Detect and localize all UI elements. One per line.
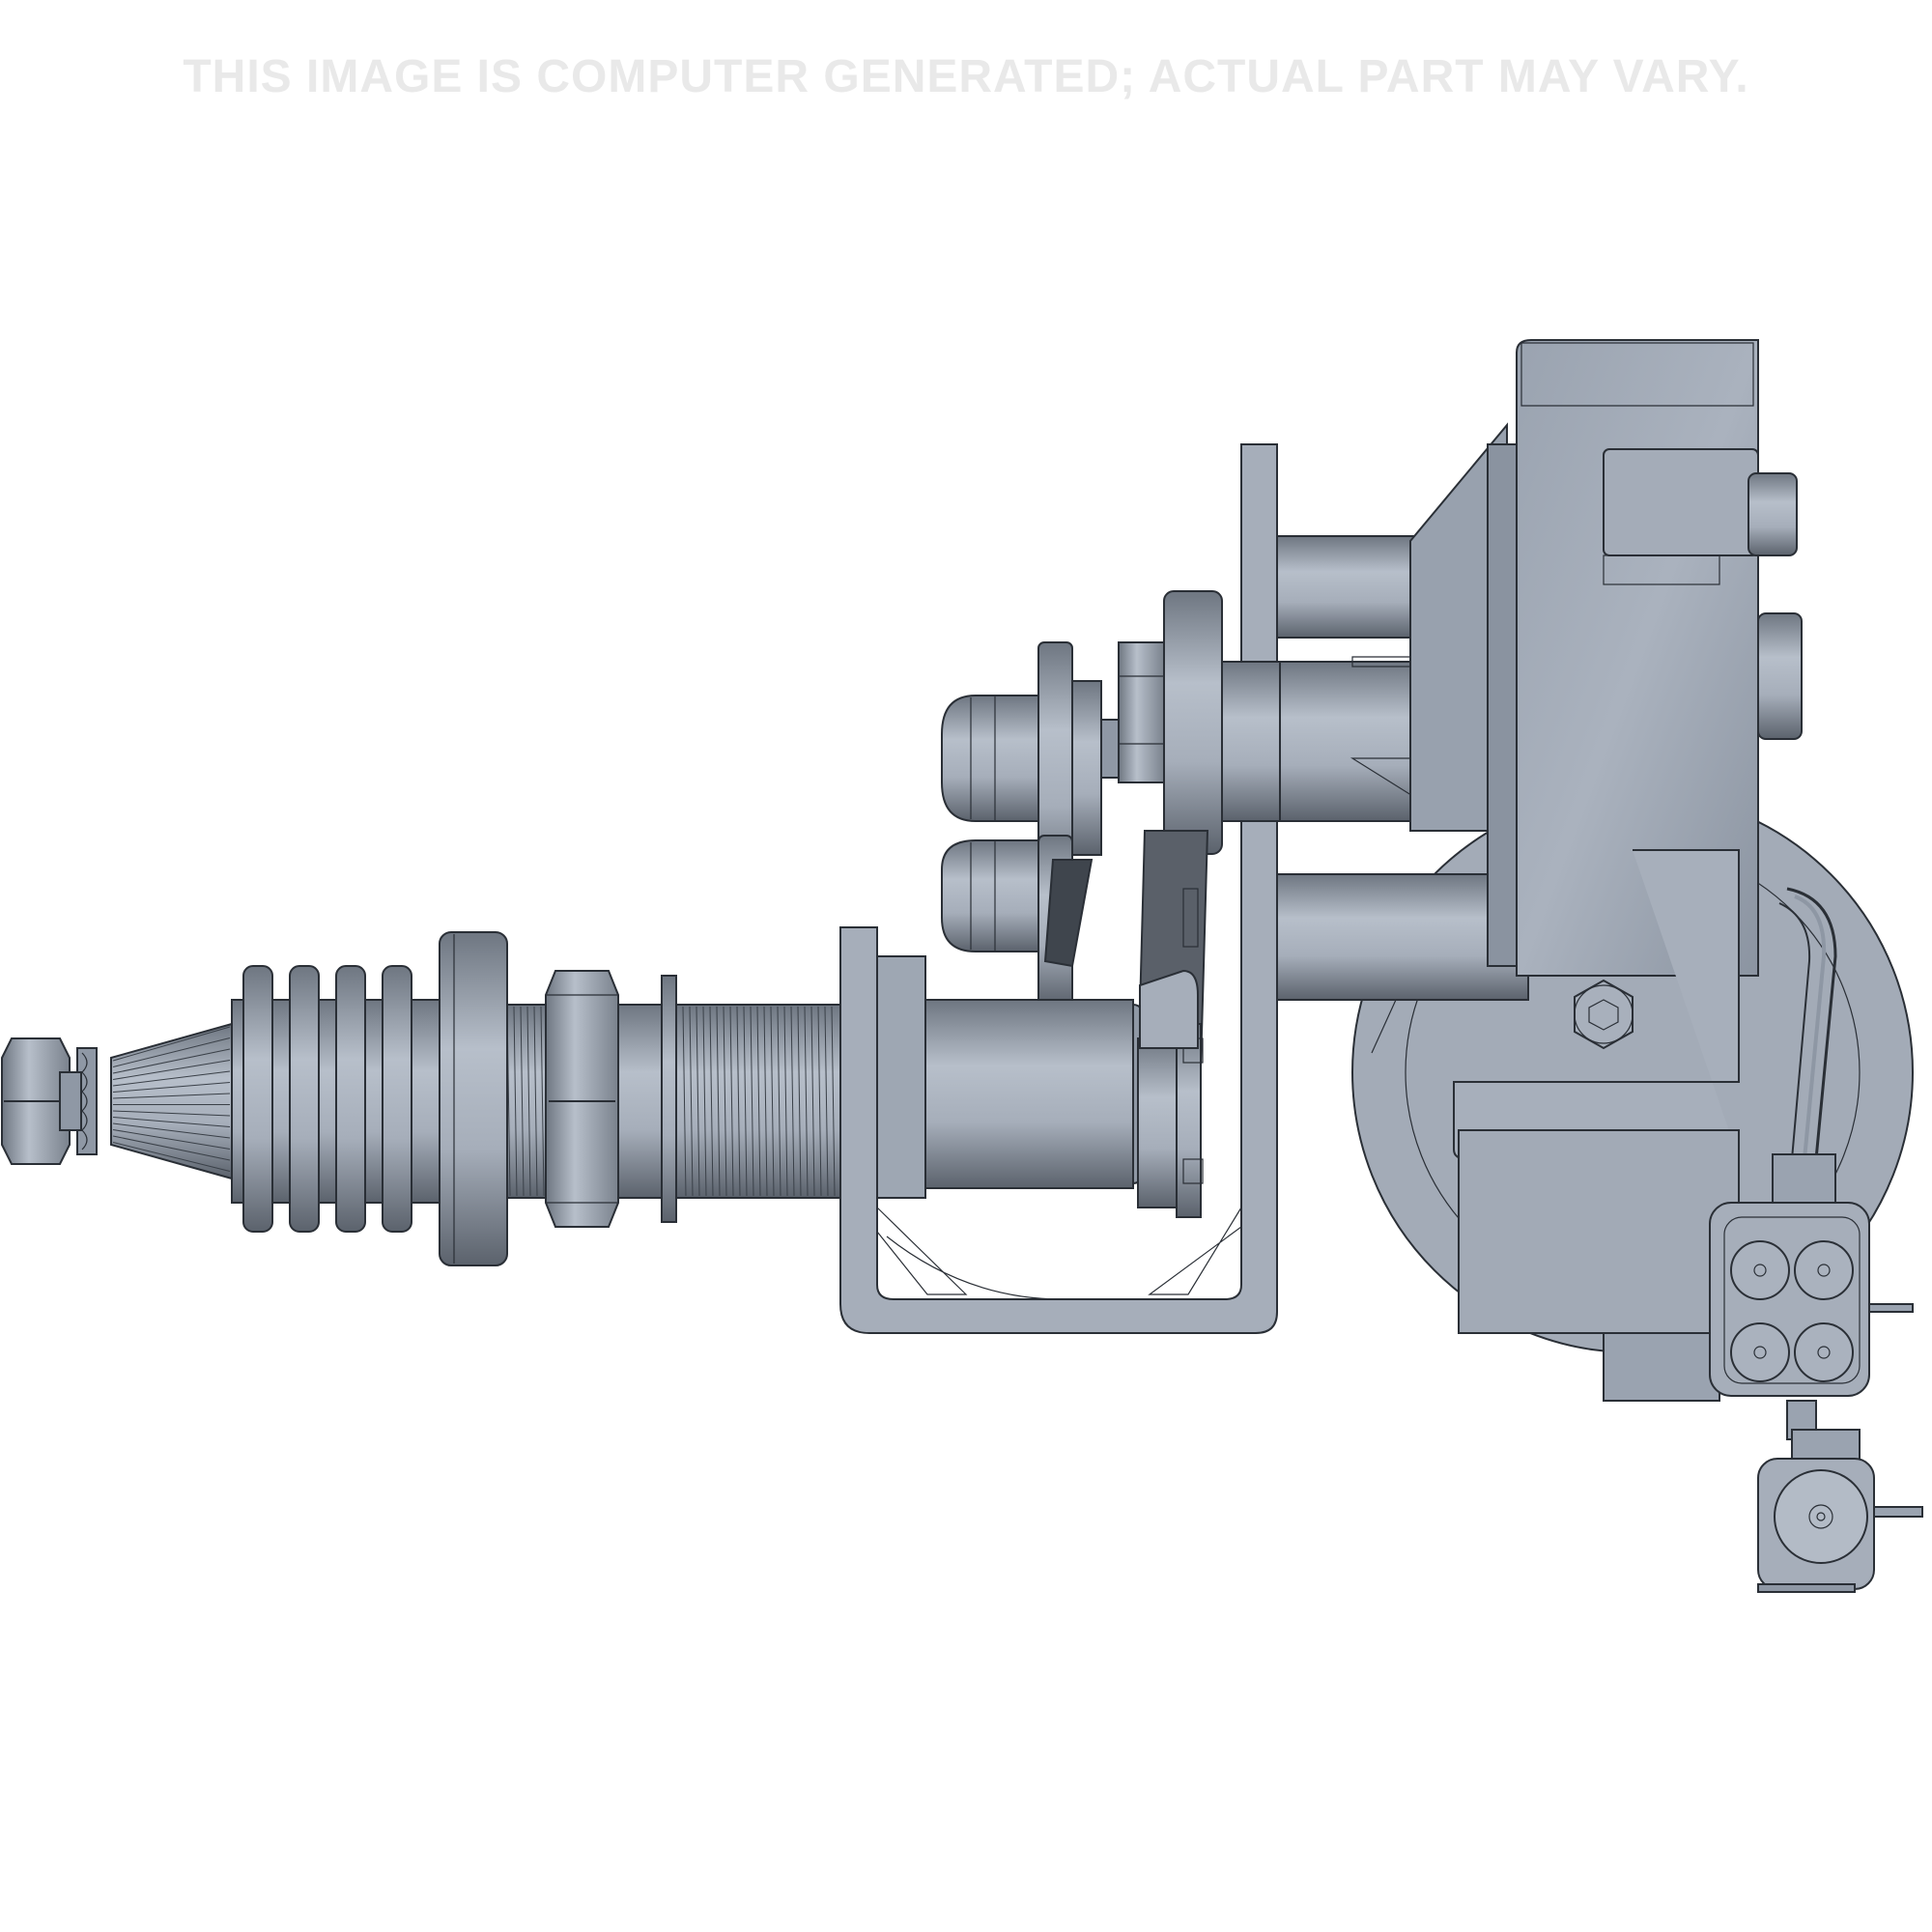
shaft-flange (439, 931, 508, 1266)
thread-line (831, 1006, 836, 1197)
thread-line (729, 1006, 734, 1197)
thread-line (756, 1006, 761, 1197)
wire-harness (1772, 887, 1837, 1440)
spline-line (112, 1117, 231, 1127)
spline-line (112, 1026, 231, 1062)
mounting-bracket (839, 443, 1278, 1334)
tip-splines (112, 1026, 231, 1172)
spline-line (112, 1110, 231, 1117)
thread-line (736, 1006, 741, 1197)
thread-line (777, 1006, 781, 1197)
upper-stud-nut (1100, 590, 1281, 855)
thread-line (696, 1006, 700, 1197)
spline-line (112, 1142, 231, 1172)
shaft-housing (876, 955, 1204, 1218)
ribbed-spindle (231, 965, 440, 1233)
spline-line (112, 1048, 231, 1074)
thread-line (770, 1006, 775, 1197)
spline-line (112, 1129, 231, 1150)
thread-line (533, 1006, 538, 1197)
spline-line (112, 1122, 231, 1139)
thread-line (743, 1006, 748, 1197)
thread-line (540, 1006, 545, 1197)
splined-tip (76, 1022, 233, 1180)
thread-line (689, 1006, 694, 1197)
thread-line (709, 1006, 714, 1197)
thread-line (824, 1006, 829, 1197)
thread-line (790, 1006, 795, 1197)
spline-line (112, 1135, 231, 1161)
four-pin-connector (1709, 1202, 1914, 1397)
thread-line (520, 1006, 525, 1197)
spline-line (112, 1070, 231, 1087)
thread-line (810, 1006, 815, 1197)
spindle-rib (242, 965, 273, 1233)
upper-posts (1276, 535, 1529, 1001)
thread-line (750, 1006, 754, 1197)
rubber-bumpers (941, 641, 1102, 1006)
thread-line (797, 1006, 802, 1197)
thread-line (783, 1006, 788, 1197)
spline-line (112, 1037, 231, 1067)
hex-bolt (1574, 979, 1634, 1050)
spindle-rib (382, 965, 412, 1233)
tip-nut (1, 1037, 82, 1165)
shaft-threads (506, 1006, 836, 1197)
spindle-rib (289, 965, 320, 1233)
thread-line (682, 1006, 687, 1197)
single-pin-connector (1757, 1429, 1923, 1593)
thread-line (817, 1006, 822, 1197)
spindle-ribs (242, 965, 412, 1233)
thread-line (526, 1006, 531, 1197)
large-hex-nut (545, 970, 619, 1228)
gearbox-cover (1409, 339, 1803, 1402)
spline-line (112, 1093, 231, 1099)
thread-line (763, 1006, 768, 1197)
thread-line (716, 1006, 721, 1197)
thread-line (702, 1006, 707, 1197)
spindle-rib (335, 965, 366, 1233)
thread-line (723, 1006, 727, 1197)
shaft-washer (661, 975, 677, 1223)
spline-line (112, 1082, 231, 1093)
disclaimer-watermark: THIS IMAGE IS COMPUTER GENERATED; ACTUAL… (183, 51, 1749, 102)
thread-line (513, 1006, 518, 1197)
thread-line (804, 1006, 809, 1197)
spline-line (112, 1060, 231, 1080)
